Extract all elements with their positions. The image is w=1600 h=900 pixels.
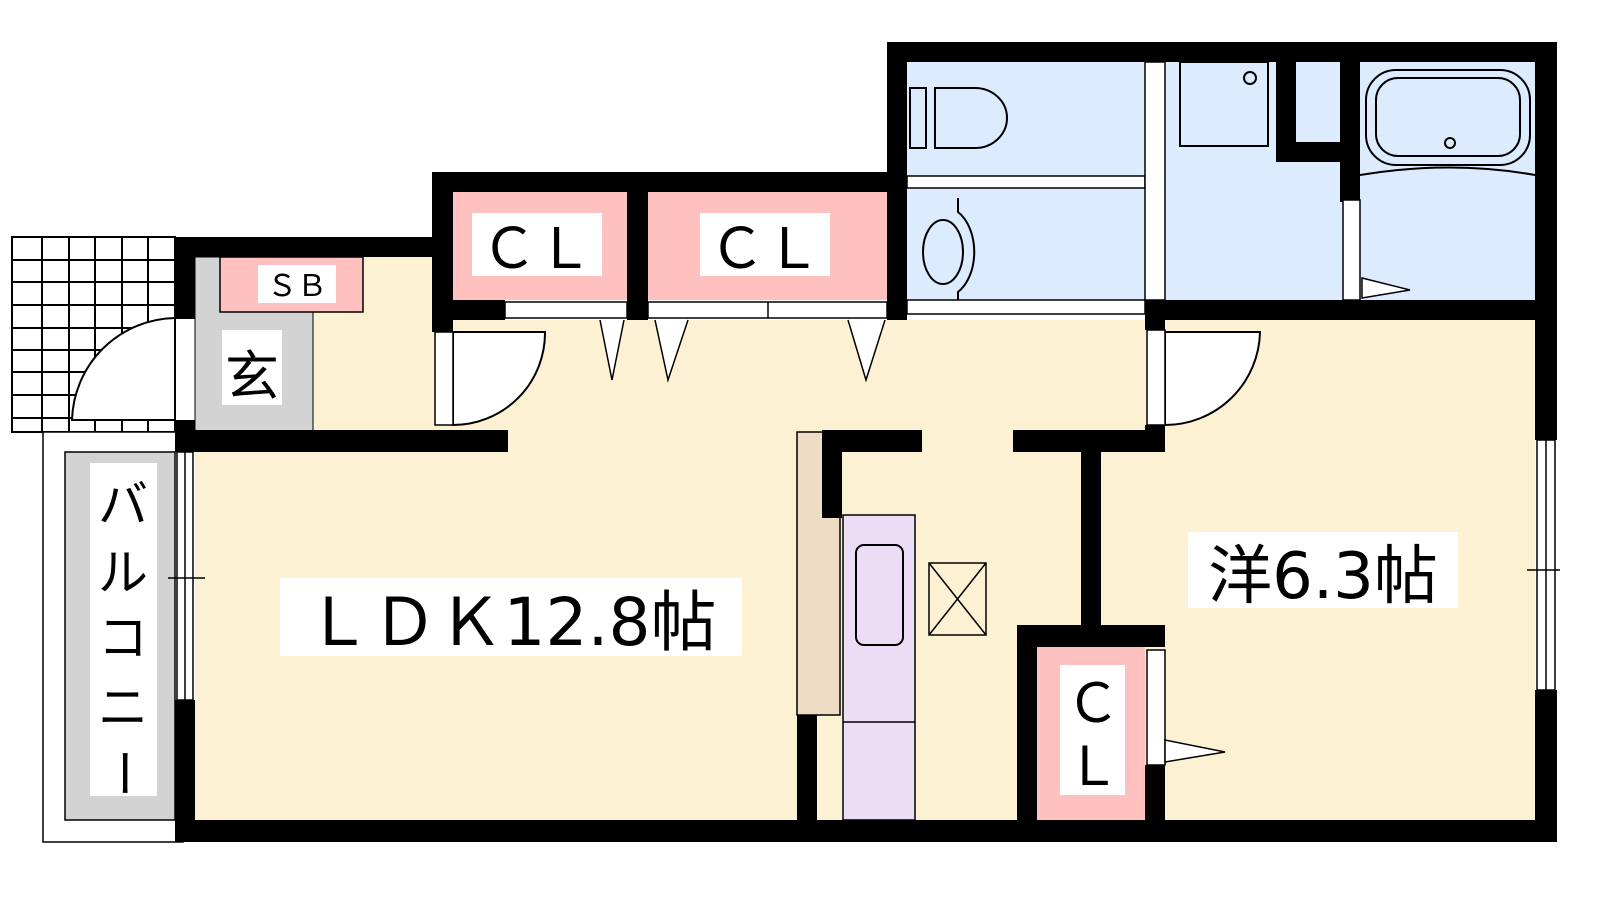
closet-3-label-top: Ｃ (1066, 672, 1120, 735)
hall-door-swing (452, 331, 547, 427)
ldk-label: ＬＤＫ12.8帖 (306, 584, 717, 661)
kitchen-unit (842, 514, 916, 821)
washing-machine-space (1179, 61, 1269, 147)
sliding-doors (504, 61, 1166, 319)
closet-2-label: ＣＬ (709, 217, 821, 282)
svg-text:コ: コ (98, 609, 148, 667)
toilet-icon (909, 87, 1008, 149)
svg-text:ル: ル (98, 544, 148, 602)
svg-text:ニ: ニ (98, 679, 148, 737)
shoe-box-label: ＳＢ (267, 269, 327, 304)
western-room-label: 洋6.3帖 (1208, 540, 1438, 614)
window-left (168, 451, 205, 701)
walls (175, 42, 1557, 842)
sink-icon (855, 544, 904, 646)
closet-door-swing-1 (599, 319, 886, 383)
closet-1-label: ＣＬ (481, 217, 593, 282)
entrance-label: 玄 (225, 345, 279, 408)
svg-text:バ: バ (98, 476, 148, 534)
room-door-swing (1164, 331, 1262, 427)
balcony-label: バ ル コ ニ ー (94, 476, 152, 798)
refrigerator-space-icon (928, 562, 987, 636)
window-right (1527, 439, 1560, 691)
svg-text:ー: ー (94, 748, 152, 798)
entrance-door-swing (70, 316, 176, 421)
bathtub-icon (1359, 69, 1536, 176)
washbasin-icon (922, 198, 976, 305)
closet-3-label-bottom: Ｌ (1066, 735, 1120, 798)
